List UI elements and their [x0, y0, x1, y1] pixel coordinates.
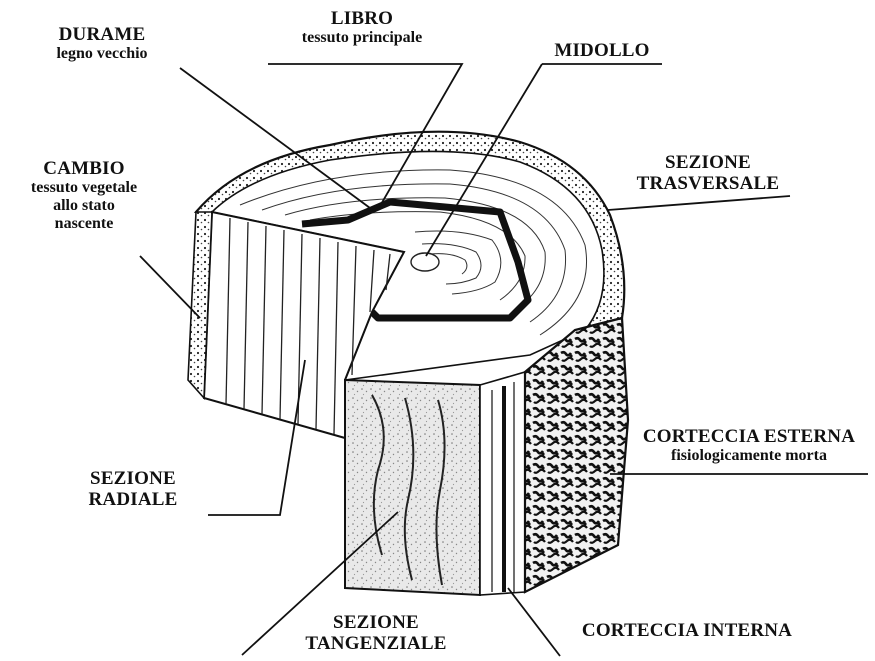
label-sezione-trasversale: SEZIONE TRASVERSALE [628, 152, 788, 195]
label-corteccia-esterna-sub: fisiologicamente morta [626, 447, 872, 465]
label-sezione-trasversale-line2: TRASVERSALE [628, 173, 788, 194]
label-cambio-sub2: allo stato [4, 197, 164, 215]
label-sezione-tangenziale-line1: SEZIONE [286, 612, 466, 633]
leader-cambio [140, 256, 200, 318]
label-libro-sub: tessuto principale [262, 29, 462, 47]
label-libro: LIBRO tessuto principale [262, 8, 462, 47]
label-cambio: CAMBIO tessuto vegetale allo stato nasce… [4, 158, 164, 233]
leader-sezione-trasversale [608, 196, 790, 210]
label-corteccia-interna-title: CORTECCIA INTERNA [556, 620, 818, 641]
label-sezione-radiale: SEZIONE RADIALE [58, 468, 208, 511]
leader-corteccia-interna [508, 588, 560, 656]
label-cambio-title: CAMBIO [4, 158, 164, 179]
tangential-face [345, 380, 480, 595]
label-durame-sub: legno vecchio [22, 45, 182, 63]
label-corteccia-esterna-title: CORTECCIA ESTERNA [626, 426, 872, 447]
label-corteccia-interna: CORTECCIA INTERNA [556, 620, 818, 641]
label-sezione-radiale-line2: RADIALE [58, 489, 208, 510]
label-sezione-tangenziale-line2: TANGENZIALE [286, 633, 466, 654]
label-durame-title: DURAME [22, 24, 182, 45]
label-durame: DURAME legno vecchio [22, 24, 182, 63]
label-cambio-sub1: tessuto vegetale [4, 179, 164, 197]
label-libro-title: LIBRO [262, 8, 462, 29]
label-sezione-tangenziale: SEZIONE TANGENZIALE [286, 612, 466, 655]
label-cambio-sub3: nascente [4, 215, 164, 233]
label-sezione-radiale-line1: SEZIONE [58, 468, 208, 489]
label-midollo: MIDOLLO [540, 40, 664, 61]
label-corteccia-esterna: CORTECCIA ESTERNA fisiologicamente morta [626, 426, 872, 465]
outer-bark-block [525, 318, 628, 592]
label-sezione-trasversale-line1: SEZIONE [628, 152, 788, 173]
label-midollo-title: MIDOLLO [540, 40, 664, 61]
